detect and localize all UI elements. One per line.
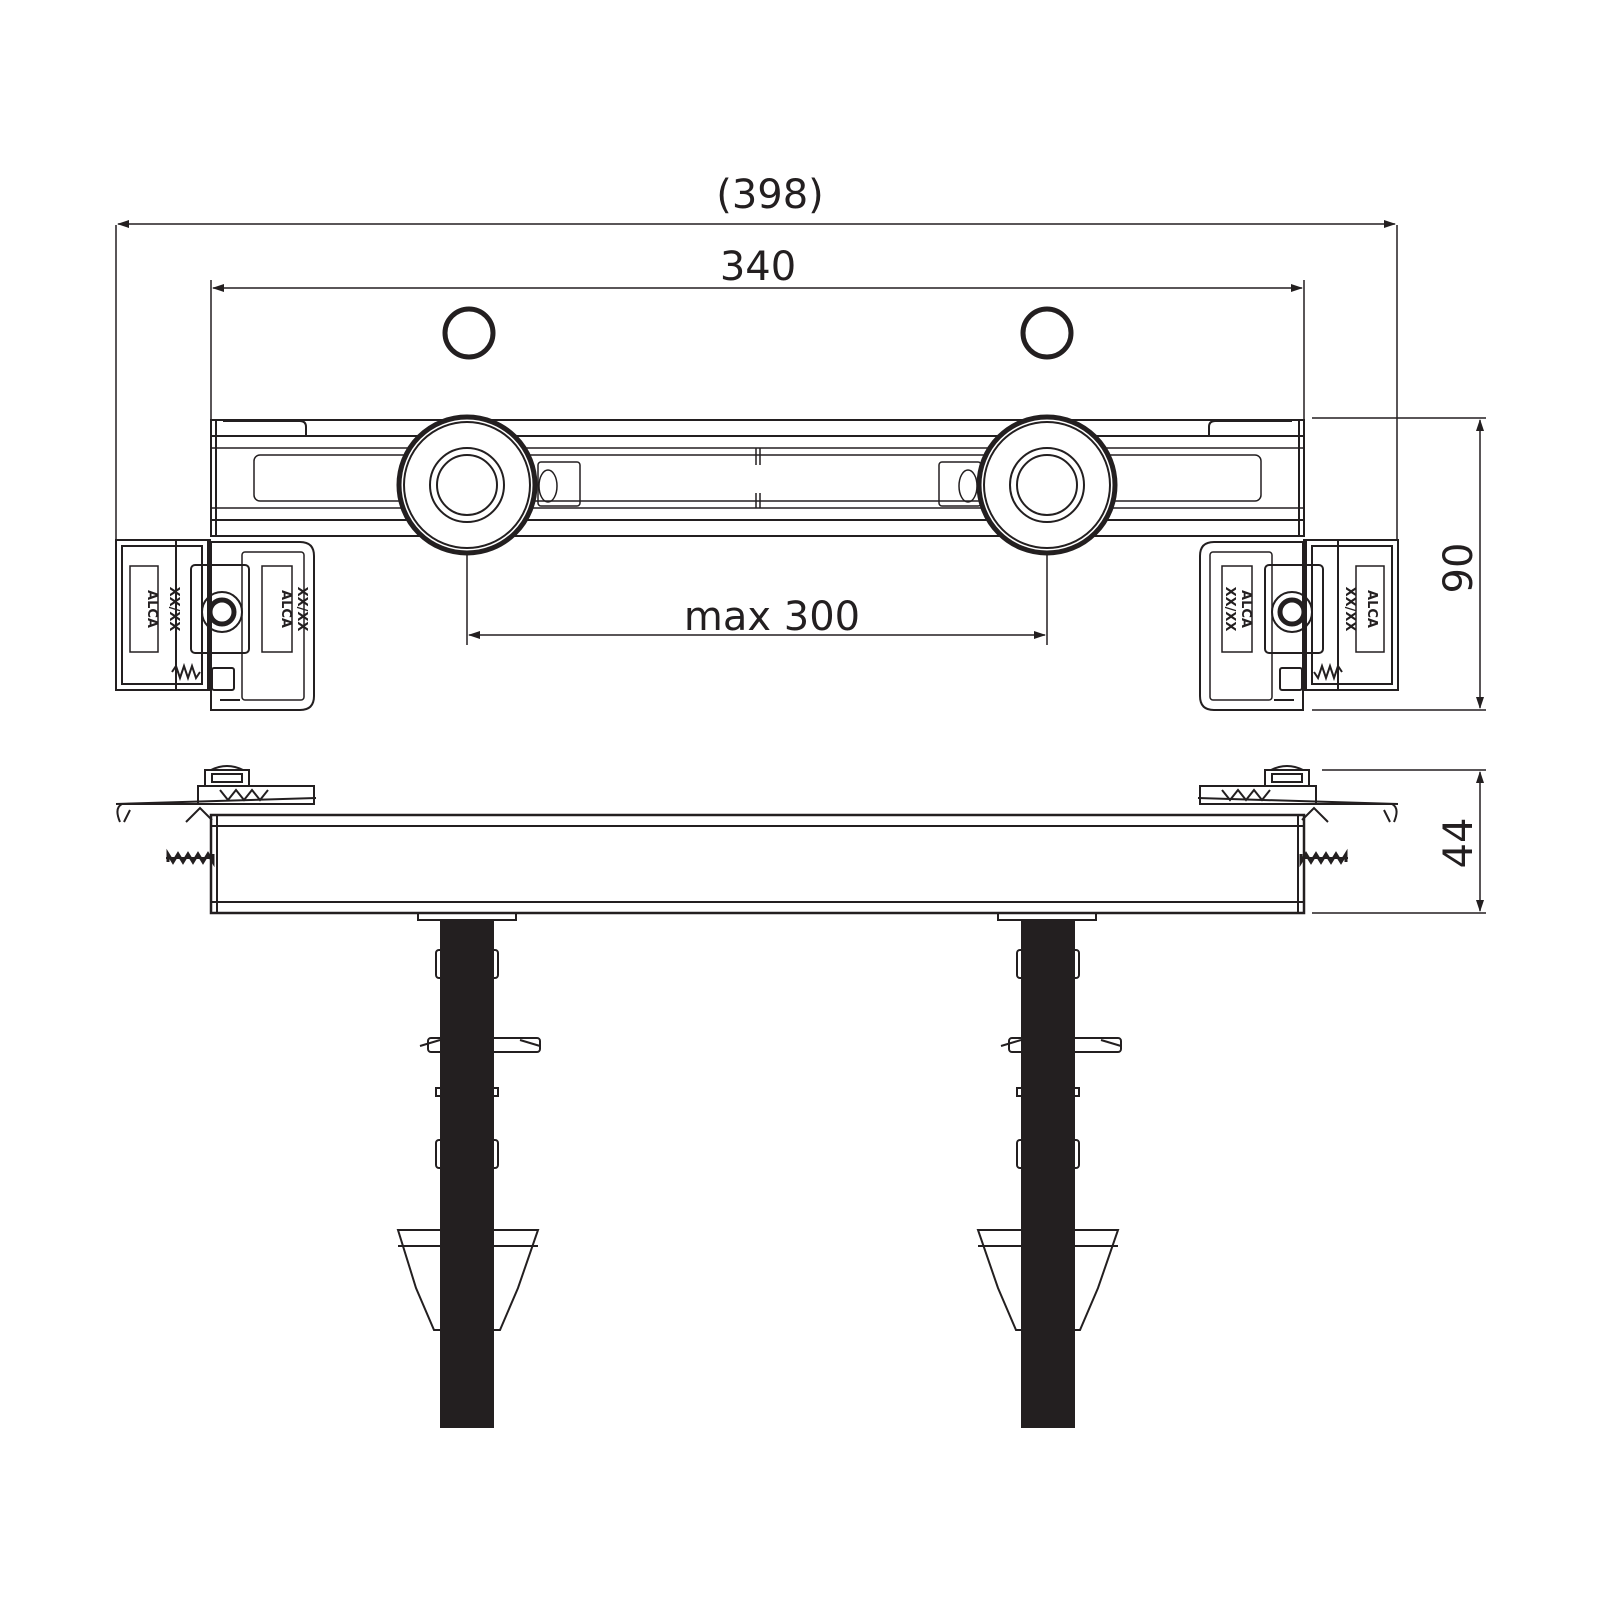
depth-label: 44 [1436, 818, 1482, 869]
right-side-screw [1299, 848, 1348, 868]
right-bracket-brand-text: ALCA [1364, 590, 1379, 628]
frame-height-label: 90 [1436, 543, 1482, 594]
left-outlet-fitting [396, 414, 538, 556]
dimension-frame-width: 340 [210, 244, 1305, 420]
right-threaded-rod [976, 912, 1122, 1428]
front-view: ALCA XX/XX ALCA XX/XX ALCA XX/XX [115, 306, 1399, 711]
frame-rail [210, 419, 1305, 537]
left-threaded-rod [396, 912, 541, 1428]
dimension-frame-height: 90 [1312, 417, 1486, 711]
left-wall-clip [115, 785, 317, 823]
left-outlet-reference-circle [442, 306, 496, 360]
dimension-overall-width: (398) [115, 172, 1398, 540]
left-bracket-code-text-2: XX/XX [294, 587, 309, 632]
left-fixing-nut [204, 765, 250, 787]
frame-body-top-view [209, 813, 1306, 915]
right-mounting-bracket: ALCA XX/XX ALCA XX/XX [1199, 539, 1399, 711]
right-bracket-code-text: XX/XX [1342, 587, 1357, 632]
right-outlet-fitting [976, 414, 1118, 556]
left-bracket-brand-text-2: ALCA [278, 590, 293, 628]
right-outlet-reference-circle [1020, 306, 1074, 360]
right-wall-clip [1197, 785, 1399, 823]
left-bracket-brand-text: ALCA [144, 590, 159, 628]
top-view [115, 765, 1399, 1428]
frame-width-label: 340 [720, 244, 796, 290]
dimension-outlet-spacing: max 300 [466, 485, 1048, 645]
right-bracket-code-text-2: XX/XX [1222, 587, 1237, 632]
left-mounting-bracket: ALCA XX/XX ALCA XX/XX [115, 539, 315, 711]
right-fixing-nut [1264, 765, 1310, 787]
right-bracket-brand-text-2: ALCA [1238, 590, 1253, 628]
left-bracket-code-text: XX/XX [166, 587, 181, 632]
dimension-depth: 44 [1312, 769, 1486, 914]
overall-width-label: (398) [716, 172, 824, 218]
left-side-screw [166, 848, 215, 868]
outlet-spacing-label: max 300 [684, 594, 860, 640]
